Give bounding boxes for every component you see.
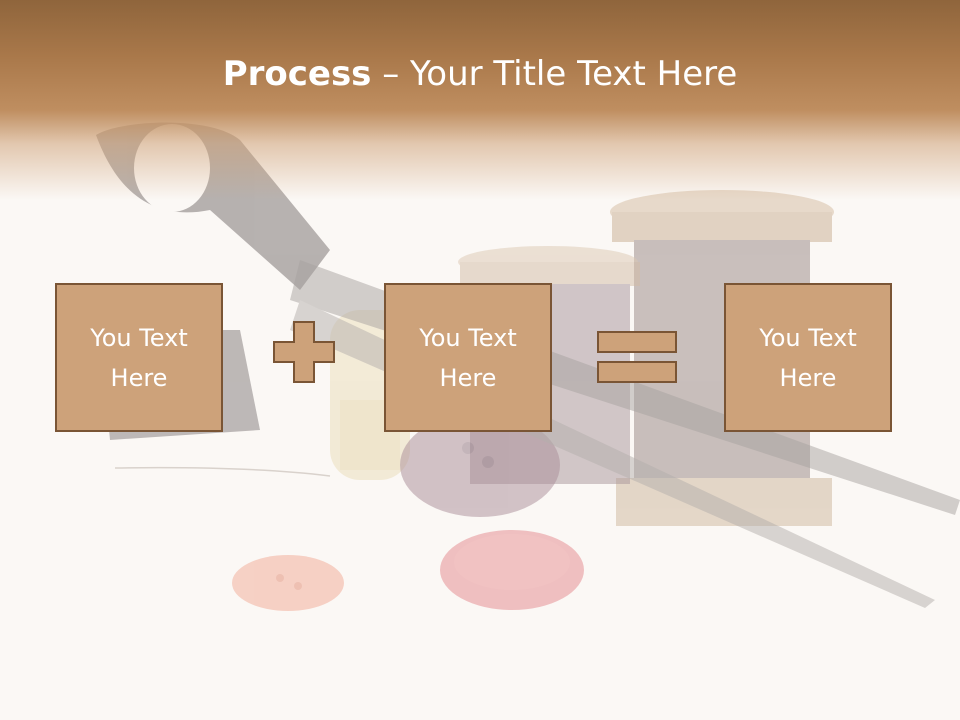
equals-icon <box>597 331 677 383</box>
purple-button-graphic <box>400 413 560 517</box>
process-box-1[interactable]: You Text Here <box>55 283 223 432</box>
process-box-2-label: You Text Here <box>419 323 517 392</box>
plus-icon <box>273 321 335 383</box>
orange-button-graphic <box>232 555 344 611</box>
header-band <box>0 0 960 200</box>
process-box-2[interactable]: You Text Here <box>384 283 552 432</box>
process-box-1-label: You Text Here <box>90 323 188 392</box>
process-box-3-label: You Text Here <box>759 323 857 392</box>
process-box-3[interactable]: You Text Here <box>724 283 892 432</box>
slide-title: Process – Your Title Text Here <box>0 52 960 96</box>
title-rest: – Your Title Text Here <box>371 54 738 94</box>
red-button-graphic <box>440 530 584 610</box>
title-bold: Process <box>222 54 372 94</box>
